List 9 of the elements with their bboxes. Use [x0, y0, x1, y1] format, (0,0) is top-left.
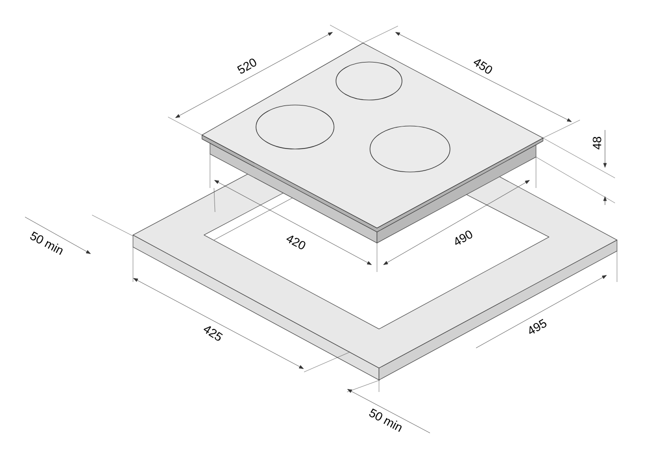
dimension-label: 490 — [455, 230, 472, 245]
dimension-label: 495 — [529, 318, 546, 334]
dimension-label: 48 — [592, 136, 602, 150]
dimension-label: 50 min — [369, 408, 402, 432]
dimension-label: 450 — [474, 59, 492, 74]
dimension-label: 520 — [237, 58, 256, 74]
dimension-label: 425 — [204, 326, 223, 341]
dimension-label: 50 min — [30, 232, 63, 255]
dimension-label: 420 — [286, 236, 306, 250]
